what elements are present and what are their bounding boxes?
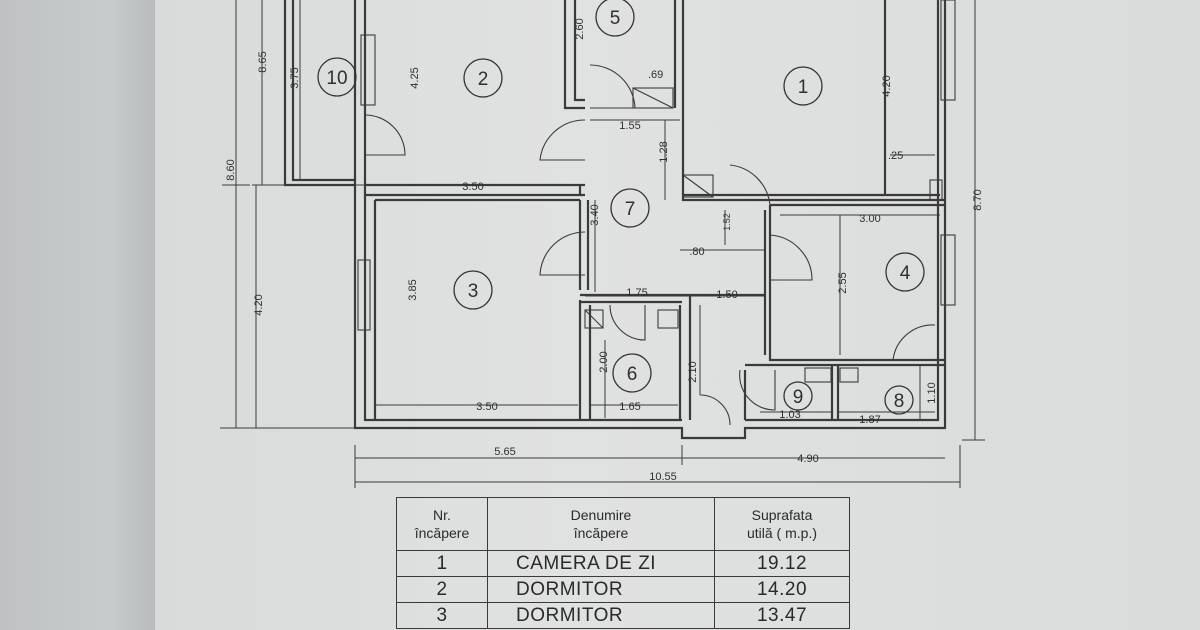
dim-340: 3.40: [589, 204, 601, 225]
room-number-9: 9: [793, 387, 804, 408]
room-circle-5: [595, 0, 635, 37]
windows: [357, 0, 956, 331]
dim-255: 2.55: [837, 272, 849, 293]
cell-name: DORMITOR: [487, 602, 715, 629]
header-area-line2: utilă ( m.p.): [746, 525, 817, 541]
cell-nr: 1: [396, 550, 488, 577]
cell-name: DORMITOR: [487, 576, 715, 603]
table-row: 2 DORMITOR 14.20: [396, 576, 850, 603]
room-circle-1: [783, 66, 823, 106]
dim-200: 2.00: [598, 351, 610, 372]
cell-nr: 3: [396, 602, 488, 629]
ventilation-ducts: [584, 87, 943, 383]
dim-187: 1.87: [859, 414, 880, 426]
dim-128: 1.28: [658, 141, 670, 162]
cell-name: CAMERA DE ZI: [487, 550, 715, 577]
room-number-4: 4: [900, 263, 911, 284]
dim-103: 1.03: [779, 409, 800, 421]
dim-1055: 10.55: [649, 471, 677, 483]
dim-025: .25: [888, 150, 903, 162]
table-header-row: Nr. încăpere Denumire încăpere Suprafata…: [396, 497, 850, 551]
room-number-5: 5: [610, 8, 621, 29]
doors: [364, 64, 936, 426]
dim-110: 1.10: [926, 382, 938, 403]
dim-069: .69: [648, 69, 663, 81]
dim-150: 1.50: [716, 289, 737, 301]
header-area: Suprafata utilă ( m.p.): [714, 497, 850, 551]
room-circle-6: [612, 353, 652, 393]
room-number-10: 10: [326, 68, 347, 89]
dim-210: 2.10: [687, 361, 699, 382]
table-row: 1 CAMERA DE ZI 19.12: [396, 550, 850, 577]
dim-175: 1.75: [626, 287, 647, 299]
header-name-line2: încăpere: [573, 525, 629, 541]
cell-area: 14.20: [714, 576, 850, 603]
background-margin: [0, 0, 155, 630]
cell-area: 13.47: [714, 602, 850, 629]
room-area-table: Nr. încăpere Denumire încăpere Suprafata…: [396, 497, 850, 629]
header-area-line1: Suprafata: [751, 507, 813, 523]
room-circle-2: [463, 58, 503, 98]
dim-155: 1.55: [619, 120, 640, 132]
cell-nr: 2: [396, 576, 488, 603]
header-room-name: Denumire încăpere: [487, 497, 715, 551]
room-labels: 10 2 5 1 7 3 4 6 9 8: [317, 0, 925, 415]
dimension-lines: [220, 0, 985, 488]
room-circle-7: [610, 188, 650, 228]
room-circle-9: [783, 381, 813, 411]
dim-420b: 4.20: [253, 294, 265, 315]
header-nr-line2: încăpere: [414, 525, 470, 541]
room-number-2: 2: [478, 69, 489, 90]
room-number-1: 1: [798, 77, 809, 98]
room-number-3: 3: [468, 281, 479, 302]
room-circle-4: [885, 252, 925, 292]
dimension-labels: 8.65 3.75 4.25 2.60 .69 4.20 8.60 3.50 1…: [225, 18, 984, 483]
room-circle-8: [884, 385, 914, 415]
dim-152: 1.52: [722, 213, 732, 231]
room-number-6: 6: [627, 364, 638, 385]
dim-165: 1.65: [619, 401, 640, 413]
cell-area: 19.12: [714, 550, 850, 577]
room-number-7: 7: [625, 199, 636, 220]
dim-080: .80: [689, 246, 704, 258]
dim-870: 8.70: [972, 189, 984, 210]
dim-375: 3.75: [289, 67, 301, 88]
dim-350b: 3.50: [476, 401, 497, 413]
dim-350a: 3.50: [462, 181, 483, 193]
table-row: 3 DORMITOR 13.47: [396, 602, 850, 629]
dim-865: 8.65: [257, 51, 269, 72]
room-circle-3: [453, 270, 493, 310]
dim-425: 4.25: [409, 67, 421, 88]
room-number-8: 8: [894, 391, 905, 412]
dim-860: 8.60: [225, 159, 237, 180]
header-nr-line1: Nr.: [433, 507, 451, 523]
dim-490: 4.90: [797, 453, 818, 465]
dim-420a: 4.20: [881, 75, 893, 96]
header-room-number: Nr. încăpere: [396, 497, 488, 551]
dim-385: 3.85: [407, 279, 419, 300]
interior-walls: [365, 0, 945, 420]
dim-300: 3.00: [859, 213, 880, 225]
dim-565: 5.65: [494, 446, 515, 458]
room-circle-10: [317, 57, 357, 97]
dim-260: 2.60: [574, 18, 586, 39]
header-name-line1: Denumire: [570, 507, 632, 523]
